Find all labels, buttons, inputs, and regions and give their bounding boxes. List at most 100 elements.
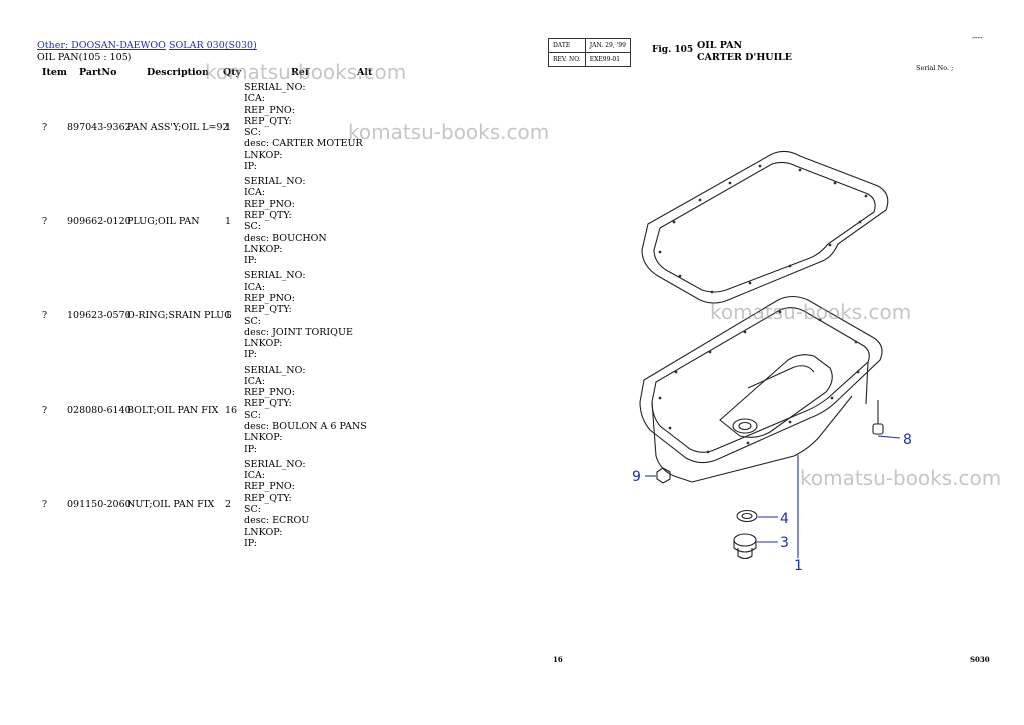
page-title: OIL PAN(105 : 105) bbox=[37, 52, 132, 63]
cell-ref: SERIAL_NO:ICA:REP_PNO:REP_QTY:SC:desc: E… bbox=[244, 459, 309, 549]
callout-3: 3 bbox=[780, 535, 789, 551]
ref-line: ICA: bbox=[244, 470, 266, 482]
figure-number: Fig. 105 bbox=[652, 45, 694, 55]
cell-ref: SERIAL_NO:ICA:REP_PNO:REP_QTY:SC:desc: B… bbox=[244, 365, 367, 455]
o-ring-drawing bbox=[736, 509, 758, 523]
ref-line: SERIAL_NO: bbox=[244, 82, 306, 93]
col-ref: Ref bbox=[291, 67, 310, 78]
cell-description: PAN ASS'Y;OIL L=92 bbox=[127, 122, 229, 133]
ref-line: ICA: bbox=[244, 93, 266, 105]
stamp-rev-label: REV. NO. bbox=[548, 52, 586, 67]
watermark: komatsu-books.com bbox=[710, 300, 912, 324]
cell-item: ? bbox=[42, 404, 48, 416]
ref-line: REP_PNO: bbox=[244, 104, 295, 116]
ref-line: LNKOP: bbox=[244, 338, 283, 350]
cell-item: ? bbox=[42, 310, 48, 322]
watermark: komatsu-books.com bbox=[348, 120, 550, 144]
cell-item: ? bbox=[42, 498, 48, 510]
cell-qty: 2 bbox=[225, 498, 232, 510]
cell-description: O-RING;SRAIN PLUG bbox=[127, 310, 232, 322]
ref-line: desc: BOUCHON bbox=[244, 232, 327, 244]
ref-line: LNKOP: bbox=[244, 432, 283, 444]
oil-pan-body bbox=[639, 295, 883, 483]
figure-title: OIL PAN CARTER D'HUILE bbox=[697, 40, 792, 64]
ref-line: SC: bbox=[244, 221, 261, 233]
ref-line: IP: bbox=[244, 255, 258, 267]
ref-line: REP_QTY: bbox=[244, 115, 292, 127]
ref-line: SERIAL_NO: bbox=[244, 176, 306, 188]
cell-partno: 028080-6140 bbox=[67, 404, 131, 416]
ref-line: REP_PNO: bbox=[244, 292, 295, 304]
figure-title-fr: CARTER D'HUILE bbox=[697, 52, 792, 63]
ref-line: IP: bbox=[244, 537, 258, 549]
ref-line: IP: bbox=[244, 349, 258, 361]
ref-line: IP: bbox=[244, 161, 258, 173]
serial-label: Serial No. ; bbox=[916, 64, 954, 72]
ref-line: SC: bbox=[244, 315, 261, 327]
ref-line: IP: bbox=[244, 443, 258, 455]
ref-line: REP_PNO: bbox=[244, 198, 295, 210]
ref-line: SERIAL_NO: bbox=[244, 270, 306, 282]
nut-drawing bbox=[656, 467, 671, 484]
stamp-rev-value: EXE99-01 bbox=[584, 52, 631, 67]
cell-qty: 1 bbox=[225, 310, 232, 322]
breadcrumb: Other: DOOSAN-DAEWOO SOLAR 030(S030) bbox=[37, 40, 257, 51]
ref-line: SC: bbox=[244, 127, 261, 139]
stamp-date-label: DATE bbox=[548, 38, 586, 53]
drawing-stamp: DATE JAN. 29, '99 REV. NO. EXE99-01 bbox=[548, 38, 631, 67]
callout-9: 9 bbox=[632, 469, 641, 485]
model-code: S030 bbox=[970, 655, 990, 664]
cell-partno: 897043-9362 bbox=[67, 122, 131, 133]
cell-item: ? bbox=[42, 122, 48, 133]
col-description: Description bbox=[147, 67, 209, 78]
col-partno: PartNo bbox=[79, 67, 117, 78]
ref-line: SERIAL_NO: bbox=[244, 364, 306, 376]
figure-title-en: OIL PAN bbox=[697, 40, 743, 51]
page-number: 16 bbox=[553, 655, 563, 664]
cell-partno: 109623-0570 bbox=[67, 310, 131, 322]
ref-line: desc: ECROU bbox=[244, 515, 310, 527]
cell-ref: SERIAL_NO:ICA:REP_PNO:REP_QTY:SC:desc: B… bbox=[244, 176, 327, 266]
ref-line: REP_QTY: bbox=[244, 492, 292, 504]
cell-ref: SERIAL_NO:ICA:REP_PNO:REP_QTY:SC:desc: C… bbox=[244, 82, 363, 172]
col-alt: Alt bbox=[357, 67, 373, 78]
ref-line: LNKOP: bbox=[244, 243, 283, 255]
ref-line: REP_QTY: bbox=[244, 210, 292, 222]
corner-dashes: ---- bbox=[972, 33, 983, 42]
ref-line: ICA: bbox=[244, 281, 266, 293]
ref-line: LNKOP: bbox=[244, 149, 283, 161]
ref-line: REP_QTY: bbox=[244, 398, 292, 410]
cell-description: BOLT;OIL PAN FIX bbox=[127, 404, 219, 416]
ref-line: REP_PNO: bbox=[244, 481, 295, 493]
ref-line: ICA: bbox=[244, 187, 266, 199]
cell-description: PLUG;OIL PAN bbox=[127, 216, 200, 228]
cell-qty: 1 bbox=[225, 122, 232, 133]
cell-qty: 16 bbox=[225, 404, 238, 416]
ref-line: desc: CARTER MOTEUR bbox=[244, 138, 363, 150]
ref-line: REP_PNO: bbox=[244, 387, 295, 399]
watermark: komatsu-books.com bbox=[205, 60, 407, 84]
ref-line: SERIAL_NO: bbox=[244, 458, 306, 470]
breadcrumb-model-link[interactable]: SOLAR 030(S030) bbox=[168, 40, 257, 51]
callout-8: 8 bbox=[903, 432, 912, 448]
breadcrumb-category-link[interactable]: Other: DOOSAN-DAEWOO bbox=[37, 40, 166, 51]
cell-ref: SERIAL_NO:ICA:REP_PNO:REP_QTY:SC:desc: J… bbox=[244, 270, 353, 360]
cell-item: ? bbox=[42, 216, 48, 228]
cell-qty: 1 bbox=[225, 216, 232, 228]
col-qty: Qty bbox=[223, 67, 242, 78]
ref-line: desc: BOULON A 6 PANS bbox=[244, 421, 367, 433]
ref-line: ICA: bbox=[244, 375, 266, 387]
stamp-date-value: JAN. 29, '99 bbox=[584, 38, 631, 53]
ref-line: SC: bbox=[244, 503, 261, 515]
callout-4: 4 bbox=[780, 511, 789, 527]
ref-line: LNKOP: bbox=[244, 526, 283, 538]
gasket-drawing bbox=[641, 150, 889, 304]
watermark: komatsu-books.com bbox=[800, 466, 1002, 490]
cell-partno: 909662-0120 bbox=[67, 216, 131, 228]
bolt-drawing bbox=[872, 400, 884, 435]
callout-1: 1 bbox=[794, 558, 803, 574]
cell-description: NUT;OIL PAN FIX bbox=[127, 498, 215, 510]
ref-line: SC: bbox=[244, 409, 261, 421]
col-item: Item bbox=[42, 67, 67, 78]
